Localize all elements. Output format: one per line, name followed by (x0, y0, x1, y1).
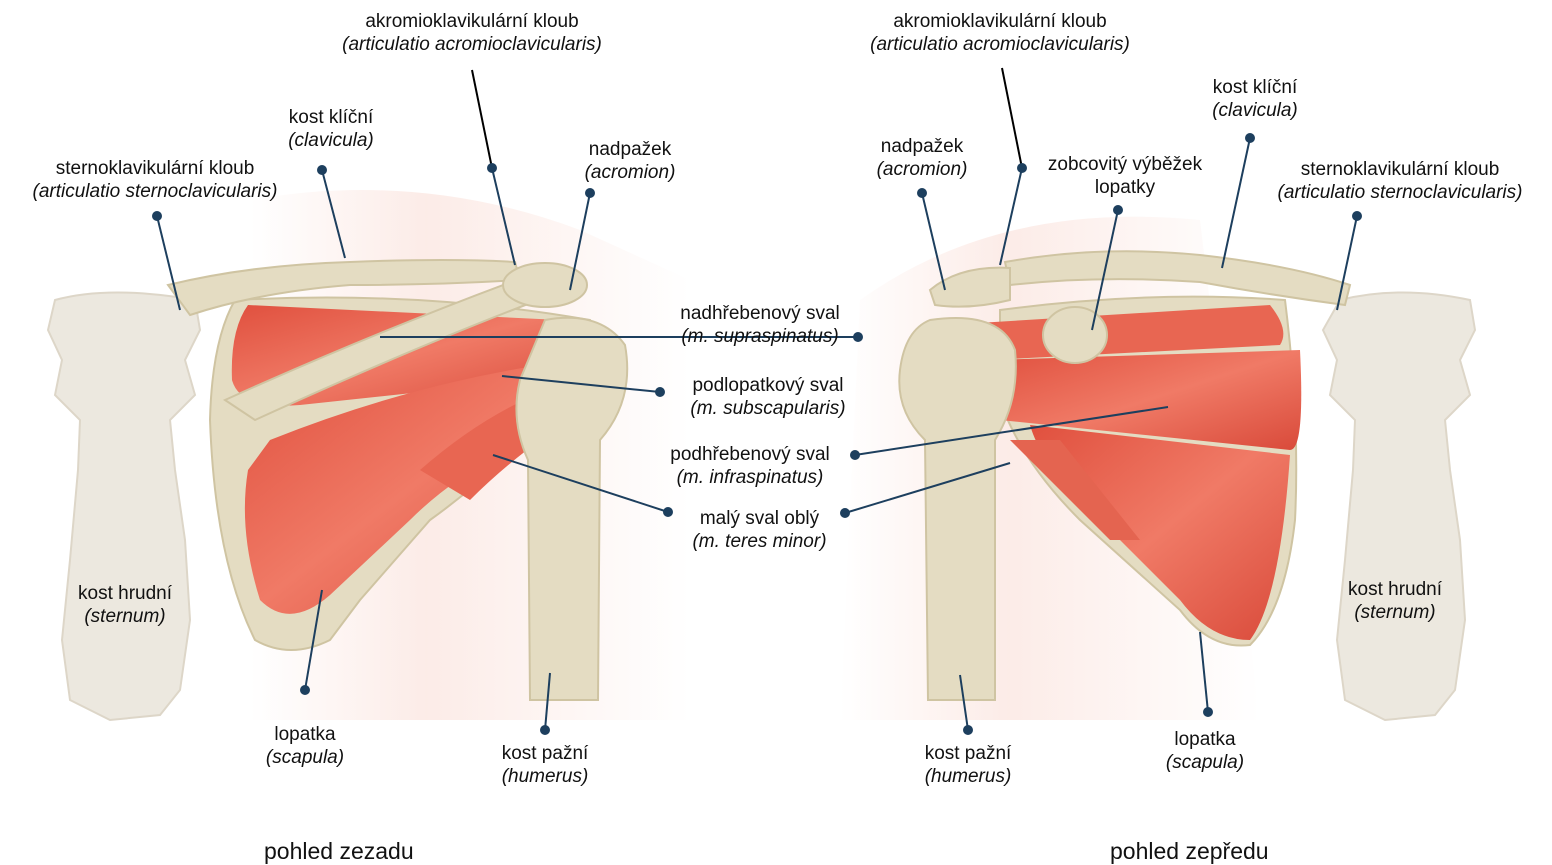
label-scapula-front: lopatka (scapula) (1140, 728, 1270, 774)
label-humerus-back: kost pažní (humerus) (470, 742, 620, 788)
sternum-back (48, 293, 200, 721)
label-sternum-front: kost hrudní (sternum) (1320, 578, 1470, 624)
label-humerus-front: kost pažní (humerus) (893, 742, 1043, 788)
caption-back-view: pohled zezadu (264, 838, 414, 865)
label-scapula-back: lopatka (scapula) (240, 723, 370, 769)
label-coracoid-front: zobcovitý výběžek lopatky (1025, 153, 1225, 199)
label-ac-joint-front: akromioklavikulární kloub (articulatio a… (840, 10, 1160, 56)
label-sternum-back: kost hrudní (sternum) (50, 582, 200, 628)
label-acromion-back: nadpažek (acromion) (560, 138, 700, 184)
label-supraspinatus: nadhřebenový sval (m. supraspinatus) (655, 302, 865, 348)
sternum-front (1323, 293, 1475, 721)
label-infraspinatus: podhřebenový sval (m. infraspinatus) (645, 443, 855, 489)
label-sc-joint-front: sternoklavikulární kloub (articulatio st… (1250, 158, 1550, 204)
label-teres-minor: malý sval oblý (m. teres minor) (672, 507, 847, 553)
label-clavicle-front: kost klíční (clavicula) (1180, 76, 1330, 122)
label-sc-joint-back: sternoklavikulární kloub (articulatio st… (5, 157, 305, 203)
label-acromion-front: nadpažek (acromion) (852, 135, 992, 181)
coracoid-process-front (1043, 307, 1107, 363)
label-subscapularis: podlopatkový sval (m. subscapularis) (663, 374, 873, 420)
caption-front-view: pohled zepředu (1110, 838, 1269, 865)
label-clavicle-back: kost klíční (clavicula) (256, 106, 406, 152)
label-ac-joint-back: akromioklavikulární kloub (articulatio a… (312, 10, 632, 56)
